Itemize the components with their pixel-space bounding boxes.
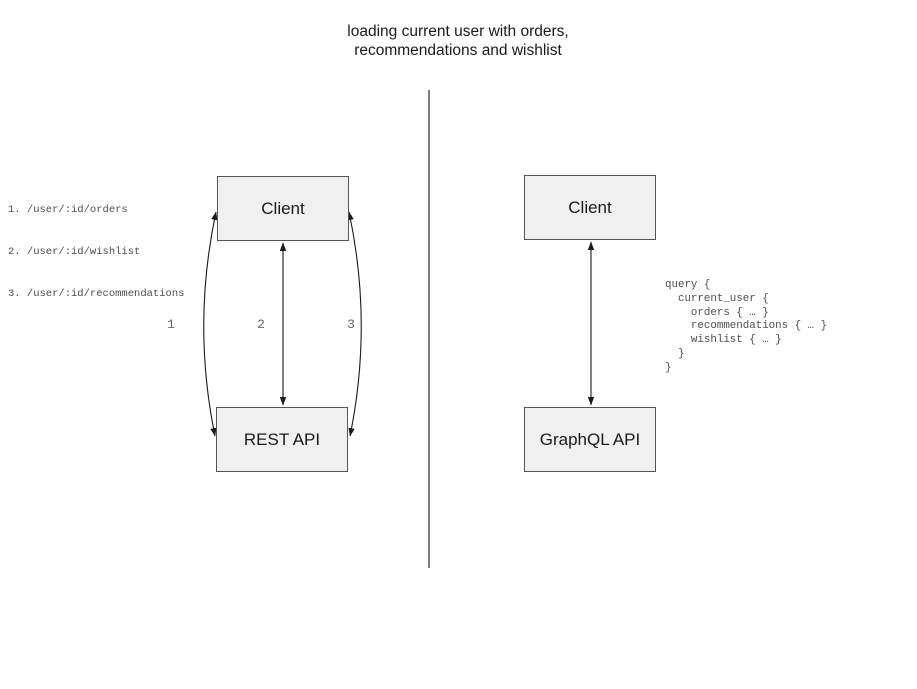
endpoint-item-recommendations: 3. /user/:id/recommendations [8, 288, 185, 300]
arrow-label-1: 1 [167, 317, 175, 332]
graphql-query-code: query { current_user { orders { … } reco… [665, 279, 827, 374]
endpoint-item-wishlist: 2. /user/:id/wishlist [8, 246, 141, 258]
diagram-title-line2: recommendations and wishlist [354, 42, 562, 59]
endpoint-list: 1. /user/:id/orders 2. /user/:id/wishlis… [8, 175, 184, 329]
rest-arrow-1-curve [203, 211, 218, 437]
rest-api-box-label: REST API [243, 429, 321, 449]
diagram-title-line1: loading current user with orders, [347, 23, 569, 40]
endpoint-item-orders: 1. /user/:id/orders [8, 204, 128, 216]
client-box-left: Client [217, 176, 349, 241]
graphql-api-box-label: GraphQL API [539, 429, 641, 449]
rest-api-box: REST API [216, 407, 348, 472]
rest-arrow-3-curve [347, 211, 362, 437]
diagram-title: loading current user with orders, recomm… [228, 22, 688, 60]
arrow-label-2: 2 [257, 317, 265, 332]
arrow-label-3: 3 [347, 317, 355, 332]
client-box-right: Client [524, 175, 656, 240]
client-box-left-label: Client [261, 198, 305, 218]
graphql-api-box: GraphQL API [524, 407, 656, 472]
client-box-right-label: Client [568, 197, 612, 217]
